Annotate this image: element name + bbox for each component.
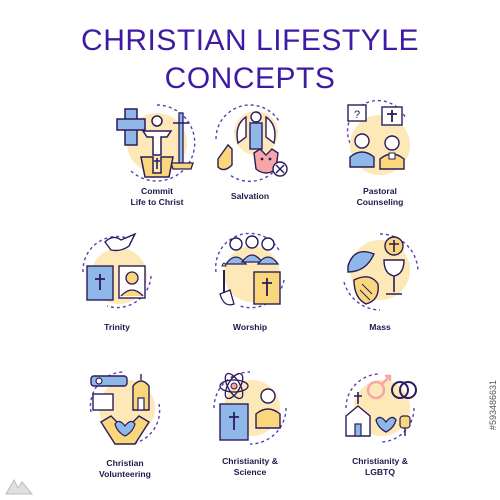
christianity-science-icon [213, 371, 287, 445]
label-commit-life-to-christ: Commit Life to Christ [130, 186, 184, 207]
label-christianity-science: Christianity & Science [222, 456, 278, 477]
side-watermark-id: #593486631 [488, 380, 498, 431]
page-title-line-2: CONCEPTS [164, 62, 336, 95]
label-christianity-lgbtq: Christianity & LGBTQ [352, 456, 408, 477]
svg-text:?: ? [354, 109, 360, 121]
label-salvation: Salvation [230, 191, 270, 201]
christian-volunteering-icon [89, 371, 161, 445]
tile-christianity-lgbtq: Christianity & LGBTQ [310, 368, 450, 498]
label-mass: Mass [369, 322, 391, 332]
tile-mass: Mass [310, 232, 450, 362]
tile-commit-life-to-christ: Commit Life to Christ [87, 103, 227, 233]
trinity-icon [82, 232, 152, 309]
worship-icon [214, 232, 285, 309]
mass-icon [343, 233, 419, 311]
tile-pastoral-counseling: ? Pastoral Counseling [310, 99, 450, 233]
tile-christian-volunteering: Christian Volunteering [55, 368, 195, 498]
label-pastoral-counseling: Pastoral Counseling [356, 186, 404, 207]
stock-logo-icon [5, 478, 34, 495]
salvation-icon [215, 104, 288, 183]
page-title-line-1: CHRISTIAN LIFESTYLE [81, 24, 419, 57]
label-christian-volunteering: Christian Volunteering [99, 458, 151, 479]
christianity-lgbtq-icon [345, 373, 417, 443]
label-trinity: Trinity [104, 322, 130, 332]
tile-christianity-science: Christianity & Science [180, 368, 320, 498]
commit-life-to-christ-icon [116, 104, 196, 182]
tile-worship: Worship [180, 232, 320, 362]
tile-trinity: Trinity [47, 232, 187, 362]
tile-salvation: Salvation [180, 103, 320, 233]
pastoral-counseling-icon: ? [346, 99, 410, 175]
label-worship: Worship [232, 322, 268, 332]
